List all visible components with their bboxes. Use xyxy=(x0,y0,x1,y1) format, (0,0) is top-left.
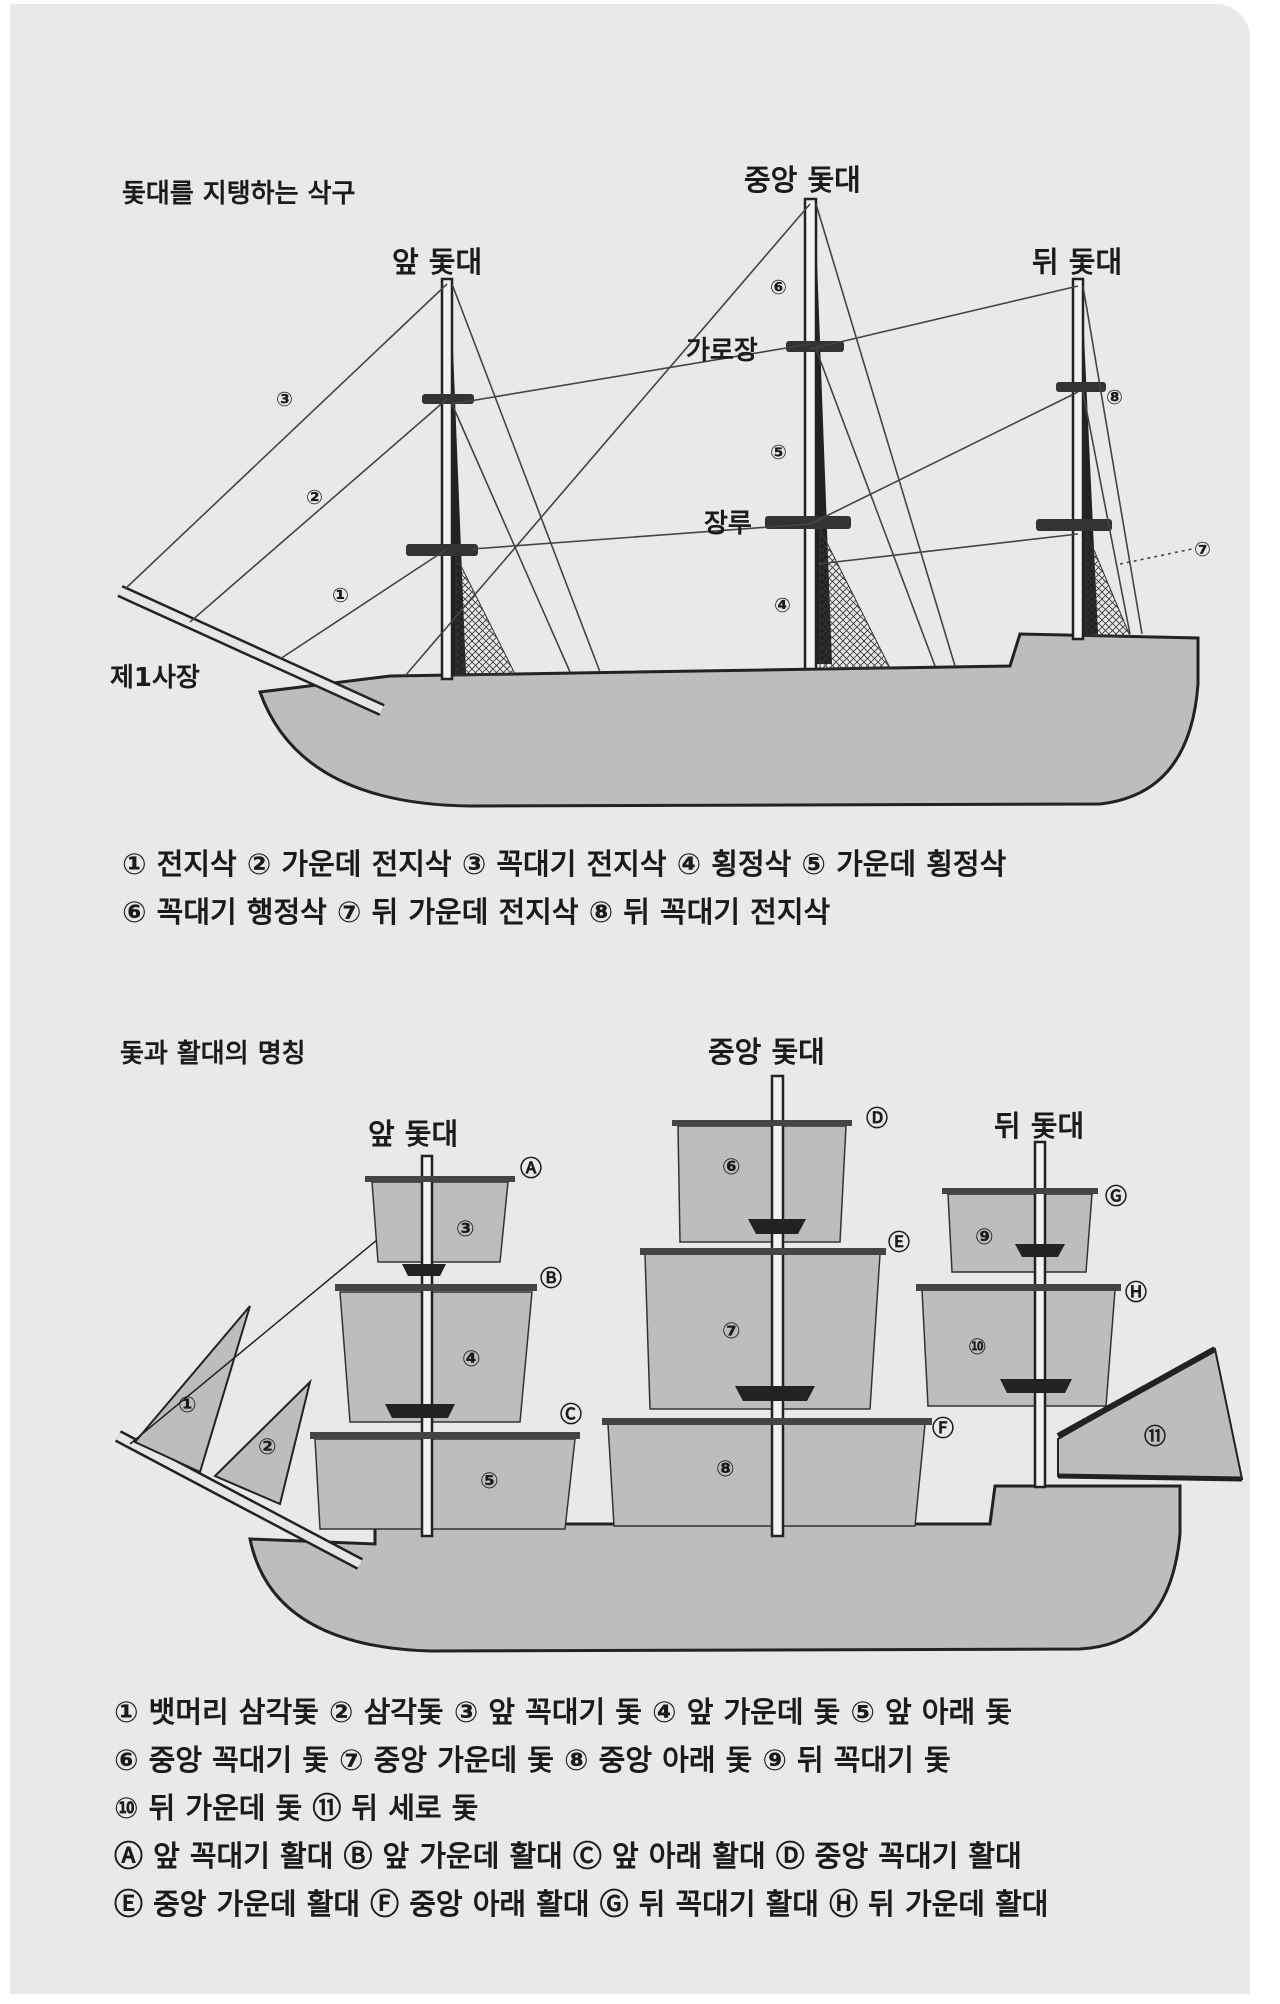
front-mast-2 xyxy=(310,1156,580,1536)
sails-legend-line-1: ① 뱃머리 삼각돛 ② 삼각돛 ③ 앞 꼭대기 돛 ④ 앞 가운데 돛 ⑤ 앞 … xyxy=(114,1695,1012,1729)
yard-label: 가로장 xyxy=(686,336,758,366)
center-mast-label-2: 중앙 돛대 xyxy=(708,1035,825,1069)
stay-number-8: ⑧ xyxy=(1106,385,1123,409)
center-mast-label-1: 중앙 돛대 xyxy=(744,163,861,197)
yard-letter-d: Ⓓ xyxy=(866,1106,888,1132)
sail-number-3: ③ xyxy=(456,1217,475,1242)
yard-letter-g: Ⓖ xyxy=(1105,1184,1127,1210)
sails-diagram: 돛과 활대의 명칭 xyxy=(114,1035,1242,1921)
ship-diagrams: 돛대를 지탱하는 삭구 xyxy=(10,4,1250,1994)
stay-number-7: ⑦ xyxy=(1194,537,1211,561)
sail-number-11: ⑪ xyxy=(1144,1424,1166,1450)
sails-legend-line-4: Ⓐ 앞 꼭대기 활대 Ⓑ 앞 가운데 활대 Ⓒ 앞 아래 활대 Ⓓ 중앙 꼭대기… xyxy=(114,1839,1022,1873)
stay-number-1: ① xyxy=(332,583,349,607)
sail-number-1: ① xyxy=(178,1393,197,1418)
sail-number-7: ⑦ xyxy=(722,1319,741,1344)
stay-number-3: ③ xyxy=(276,387,293,411)
book-page: 돛대를 지탱하는 삭구 xyxy=(10,4,1250,1994)
sail-number-5: ⑤ xyxy=(480,1469,499,1494)
sail-number-9: ⑨ xyxy=(975,1225,994,1250)
yard-letter-a: Ⓐ xyxy=(520,1156,542,1182)
rigging-title: 돛대를 지탱하는 삭구 xyxy=(122,179,355,209)
sail-number-2: ② xyxy=(258,1435,277,1460)
yard-letter-h: Ⓗ xyxy=(1125,1280,1147,1306)
rear-mast-label-1: 뒤 돛대 xyxy=(1032,245,1122,279)
top-label: 장루 xyxy=(704,509,752,539)
sails-title: 돛과 활대의 명칭 xyxy=(120,1039,306,1069)
rear-mast-1 xyxy=(1036,279,1130,639)
yard-letter-b: Ⓑ xyxy=(540,1266,562,1292)
front-mast-label-1: 앞 돛대 xyxy=(392,245,482,279)
sail-number-10: ⑩ xyxy=(968,1335,987,1360)
sails-legend-line-3: ⑩ 뒤 가운데 돛 ⑪ 뒤 세로 돛 xyxy=(114,1791,478,1825)
jib-1 xyxy=(135,1306,250,1472)
stay-number-2: ② xyxy=(306,485,323,509)
center-mast-2 xyxy=(602,1076,932,1536)
yard-letter-f: Ⓕ xyxy=(932,1416,954,1442)
front-mast-label-2: 앞 돛대 xyxy=(368,1117,458,1151)
front-mast-1 xyxy=(406,279,515,679)
sails-legend-line-5: Ⓔ 중앙 가운데 활대 Ⓕ 중앙 아래 활대 Ⓖ 뒤 꼭대기 활대 Ⓗ 뒤 가운… xyxy=(114,1887,1048,1921)
hull-1 xyxy=(260,634,1198,806)
rear-mast-label-2: 뒤 돛대 xyxy=(994,1109,1084,1143)
stay-number-4: ④ xyxy=(774,593,791,617)
sails-legend-line-2: ⑥ 중앙 꼭대기 돛 ⑦ 중앙 가운데 돛 ⑧ 중앙 아래 돛 ⑨ 뒤 꼭대기 … xyxy=(114,1743,951,1777)
yard-letter-e: Ⓔ xyxy=(888,1230,910,1256)
rigging-diagram: 돛대를 지탱하는 삭구 xyxy=(110,163,1211,929)
sail-number-4: ④ xyxy=(462,1347,481,1372)
bowsprit-label: 제1사장 xyxy=(110,663,200,693)
yard-letter-c: Ⓒ xyxy=(560,1402,582,1428)
stay-number-6: ⑥ xyxy=(770,275,787,299)
rigging-legend-line-2: ⑥ 꼭대기 행정삭 ⑦ 뒤 가운데 전지삭 ⑧ 뒤 꼭대기 전지삭 xyxy=(122,895,831,929)
stay-number-5: ⑤ xyxy=(770,440,787,464)
sail-number-8: ⑧ xyxy=(716,1457,735,1482)
sail-number-6: ⑥ xyxy=(722,1155,741,1180)
rear-mast-2 xyxy=(916,1142,1242,1487)
rigging-legend-line-1: ① 전지삭 ② 가운데 전지삭 ③ 꼭대기 전지삭 ④ 횡정삭 ⑤ 가운데 횡정… xyxy=(122,847,1007,881)
